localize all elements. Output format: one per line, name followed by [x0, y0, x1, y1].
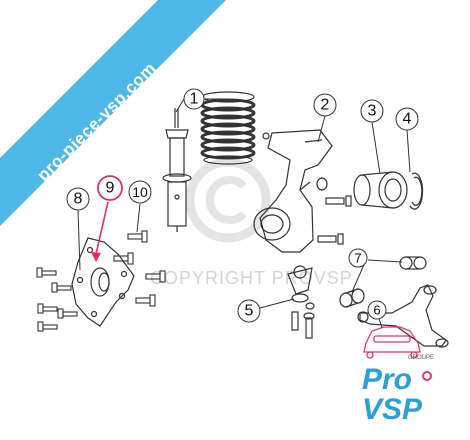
callout-10-label: 10 — [132, 184, 148, 200]
part-9-wheel-hub — [71, 237, 135, 327]
logo-tag: GROUPE — [408, 355, 434, 361]
part-8-wheel-studs — [36, 267, 78, 332]
part-4-circlip — [409, 172, 424, 210]
highlight-arrow — [91, 201, 109, 262]
callout-10: 10 — [128, 180, 152, 204]
copyright-watermark-text: COPYRIGHT PROVSP — [150, 268, 353, 288]
bushing-lower — [339, 288, 365, 308]
hub-bolt-1 — [127, 230, 148, 243]
wheel-stud-1 — [36, 267, 57, 278]
part-10-hub-bolts — [113, 230, 166, 307]
copyright-watermark: COPYRIGHT PROVSP — [150, 157, 353, 288]
wheel-stud-4 — [57, 308, 78, 319]
bushing-upper — [399, 256, 427, 270]
website-ribbon-band — [0, 0, 226, 226]
shock-absorber — [162, 108, 192, 232]
wheel-stud-5 — [37, 321, 58, 332]
coil-spring — [200, 91, 256, 165]
copyright-watermark-ring — [185, 157, 271, 243]
copyright-watermark-c — [205, 176, 247, 224]
leader-lines — [77, 98, 411, 329]
part-7-bushings — [339, 256, 427, 308]
callout-6: 6 — [367, 300, 387, 320]
callout-5: 5 — [237, 299, 261, 323]
callout-8-label: 8 — [74, 191, 83, 208]
callout-9-label: 9 — [106, 180, 115, 197]
logo-line-2: VSP — [362, 393, 423, 426]
callout-4: 4 — [395, 107, 419, 131]
callout-7: 7 — [348, 248, 368, 268]
part-1-spring-shock — [162, 91, 256, 232]
callout-7-label: 7 — [354, 251, 361, 266]
callout-3-label: 3 — [368, 103, 377, 120]
callout-1-label: 1 — [190, 91, 199, 108]
callout-1: 1 — [183, 88, 205, 110]
callout-9-highlight-ring — [97, 175, 123, 201]
part-3-wheel-bearing — [353, 171, 408, 209]
callout-5-label: 5 — [245, 303, 254, 320]
wheel-stud-3 — [37, 303, 58, 314]
hub-bolt-2 — [113, 252, 134, 265]
callout-2: 2 — [313, 93, 337, 117]
hub-bolt-3 — [145, 270, 166, 283]
callout-4-label: 4 — [403, 111, 412, 128]
wheel-stud-2 — [51, 282, 72, 293]
callout-3: 3 — [360, 99, 384, 123]
part-5-ball-joint — [287, 265, 315, 339]
callout-9: 9 — [97, 175, 123, 201]
part-2-steering-knuckle — [253, 129, 352, 253]
hub-bolt-4 — [135, 294, 156, 307]
provsp-logo: Pro VSP GROUPE — [362, 355, 434, 426]
knuckle-bolt-1 — [325, 195, 352, 207]
knuckle-bolt-2 — [317, 233, 344, 245]
logo-line-1: Pro — [362, 363, 412, 396]
callout-2-label: 2 — [321, 97, 330, 114]
callout-6-label: 6 — [373, 303, 380, 318]
part-6-control-arm — [357, 284, 449, 348]
car-silhouette-icon — [363, 326, 421, 359]
logo-dot-icon — [422, 371, 432, 381]
callout-8: 8 — [66, 187, 90, 211]
